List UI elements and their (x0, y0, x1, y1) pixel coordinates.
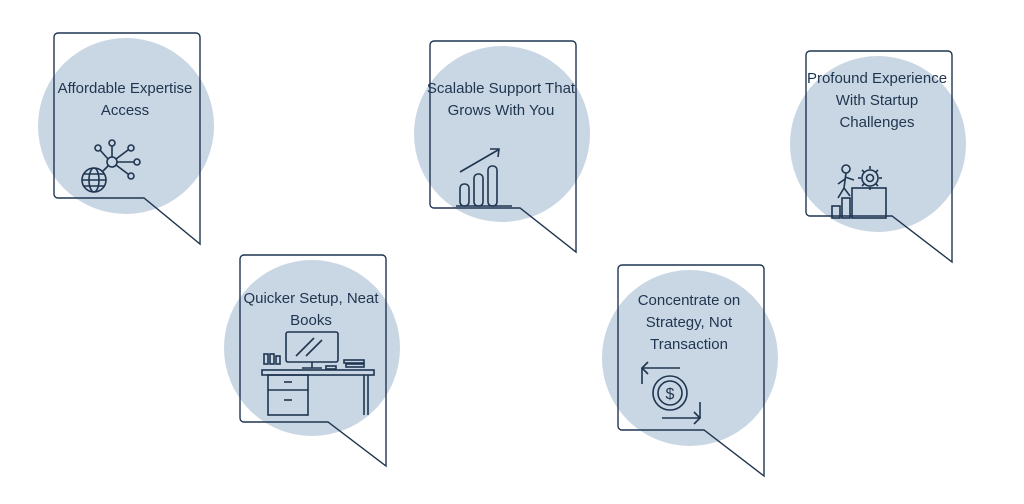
card-label: Scalable Support That Grows With You (426, 80, 576, 119)
dollar-exchange-icon: $ (640, 361, 702, 425)
speech-bubble (602, 264, 778, 478)
person-climbing-gear-icon (831, 164, 887, 219)
card-concentrate-strategy: Concentrate on Strategy, Not Transaction… (600, 262, 780, 482)
speech-bubble (38, 32, 214, 246)
bubble-circle (414, 46, 590, 222)
bubble-outline (429, 40, 577, 254)
bubble-outline (805, 50, 953, 264)
bubble-outline (239, 254, 387, 468)
bubble-outline (53, 32, 201, 246)
svg-text:$: $ (666, 386, 675, 403)
card-affordable-expertise: Affordable Expertise Access (36, 30, 216, 250)
bubble-circle (602, 270, 778, 446)
speech-bubble (790, 50, 966, 264)
growth-bar-chart-icon (456, 148, 512, 207)
card-label: Profound Experience With Startup Challen… (806, 70, 948, 131)
card-quicker-setup: Quicker Setup, Neat Books (222, 252, 402, 472)
card-profound-experience: Profound Experience With Startup Challen… (788, 48, 968, 268)
bubble-outline (617, 264, 765, 478)
card-label: Concentrate on Strategy, Not Transaction (637, 292, 741, 353)
card-scalable-support: Scalable Support That Grows With You (412, 38, 592, 258)
bubble-circle (790, 56, 966, 232)
globe-network-icon (81, 139, 141, 193)
card-label: Affordable Expertise Access (57, 80, 193, 119)
card-label: Quicker Setup, Neat Books (243, 290, 379, 329)
bubble-circle (38, 38, 214, 214)
office-desk-icon (261, 331, 375, 416)
speech-bubble (414, 40, 590, 254)
